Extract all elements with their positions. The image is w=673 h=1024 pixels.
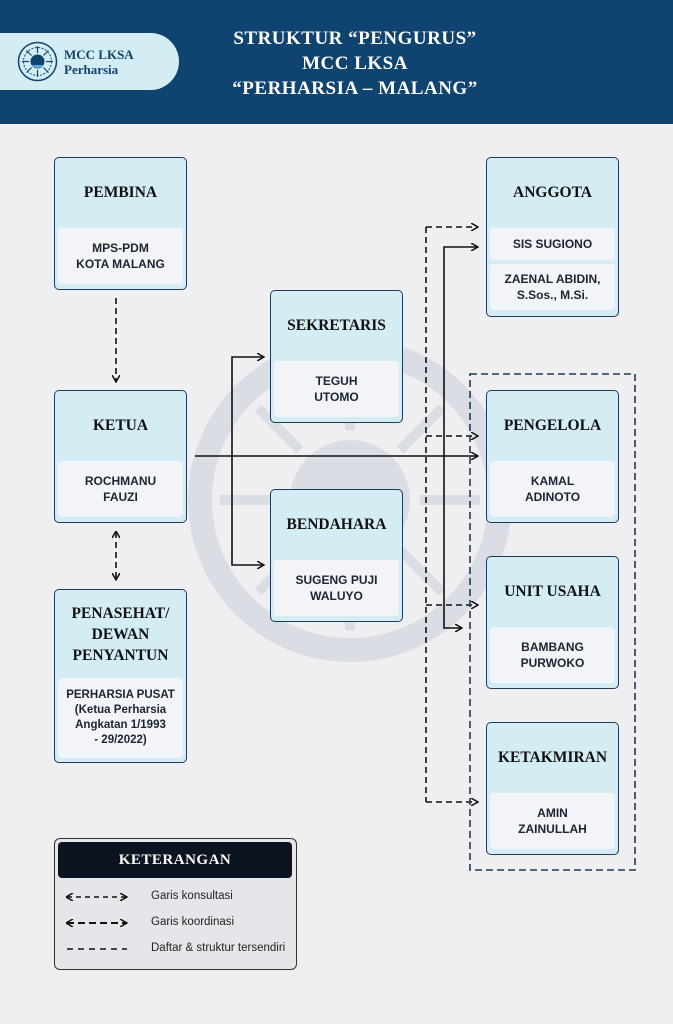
node-value: SUGENG PUJI WALUYO — [274, 560, 399, 616]
title-line1: STRUKTUR “PENGURUS” — [233, 28, 477, 49]
muhammadiyah-logo-icon — [17, 41, 58, 82]
node-title: ANGGOTA — [513, 184, 592, 201]
node-unit-usaha: UNIT USAHA BAMBANG PURWOKO — [486, 556, 619, 689]
legend: KETERANGAN Garis konsultasi Garis koordi… — [54, 838, 297, 970]
logo-name: MCC LKSA Perharsia — [64, 47, 134, 77]
node-title: UNIT USAHA — [504, 583, 601, 600]
legend-line-samples — [55, 839, 298, 950]
node-value-2: ZAENAL ABIDIN, S.Sos., M.Si. — [490, 264, 615, 310]
node-value-1: SIS SUGIONO — [490, 228, 615, 260]
node-title: PEMBINA — [83, 184, 158, 201]
node-sekretaris: SEKRETARIS TEGUH UTOMO — [270, 290, 403, 423]
node-ketua: KETUA ROCHMANU FAUZI — [54, 390, 187, 523]
line-to-bendahara — [231, 456, 264, 565]
node-value: KAMAL ADINOTO — [490, 461, 615, 517]
node-ketakmiran: KETAKMIRAN AMIN ZAINULLAH — [486, 722, 619, 855]
legend-item-separate: Daftar & struktur tersendiri — [151, 942, 286, 954]
line-to-anggota — [443, 247, 478, 456]
node-title: KETAKMIRAN — [497, 749, 608, 766]
legend-item-consult: Garis konsultasi — [151, 890, 233, 902]
node-value: ROCHMANU FAUZI — [58, 461, 183, 517]
node-penasehat: PENASEHAT/ DEWAN PENYANTUN PERHARSIA PUS… — [54, 589, 187, 763]
logo-name-line2: Perharsia — [64, 62, 119, 77]
node-title: PENASEHAT/ DEWAN PENYANTUN — [71, 604, 170, 664]
node-value: PERHARSIA PUSAT (Ketua Perharsia Angkata… — [58, 678, 183, 758]
node-title: PENGELOLA — [503, 417, 602, 434]
node-pengelola: PENGELOLA KAMAL ADINOTO — [486, 390, 619, 523]
line-to-unit-usaha — [443, 456, 462, 628]
group-outline — [469, 373, 636, 871]
node-anggota: ANGGOTA SIS SUGIONO ZAENAL ABIDIN, S.Sos… — [486, 157, 619, 317]
node-title: SEKRETARIS — [287, 317, 386, 334]
node-value: TEGUH UTOMO — [274, 361, 399, 417]
page-title: STRUKTUR “PENGURUS” MCC LKSA “PERHARSIA … — [190, 26, 520, 101]
logo-name-line1: MCC LKSA — [64, 47, 134, 62]
title-line2: MCC LKSA — [302, 53, 408, 74]
node-value: BAMBANG PURWOKO — [490, 627, 615, 683]
logo-badge: MCC LKSA Perharsia — [0, 33, 179, 90]
header-banner: MCC LKSA Perharsia STRUKTUR “PENGURUS” M… — [0, 0, 673, 124]
node-title: BENDAHARA — [286, 516, 387, 533]
legend-title: KETERANGAN — [58, 842, 292, 878]
node-value: AMIN ZAINULLAH — [490, 793, 615, 849]
node-bendahara: BENDAHARA SUGENG PUJI WALUYO — [270, 489, 403, 622]
node-title: KETUA — [92, 417, 149, 434]
node-pembina: PEMBINA MPS-PDM KOTA MALANG — [54, 157, 187, 290]
line-to-sekretaris — [231, 357, 264, 456]
node-value: MPS-PDM KOTA MALANG — [58, 228, 183, 284]
legend-item-coord: Garis koordinasi — [151, 916, 235, 928]
title-line3: “PERHARSIA – MALANG” — [232, 78, 478, 99]
